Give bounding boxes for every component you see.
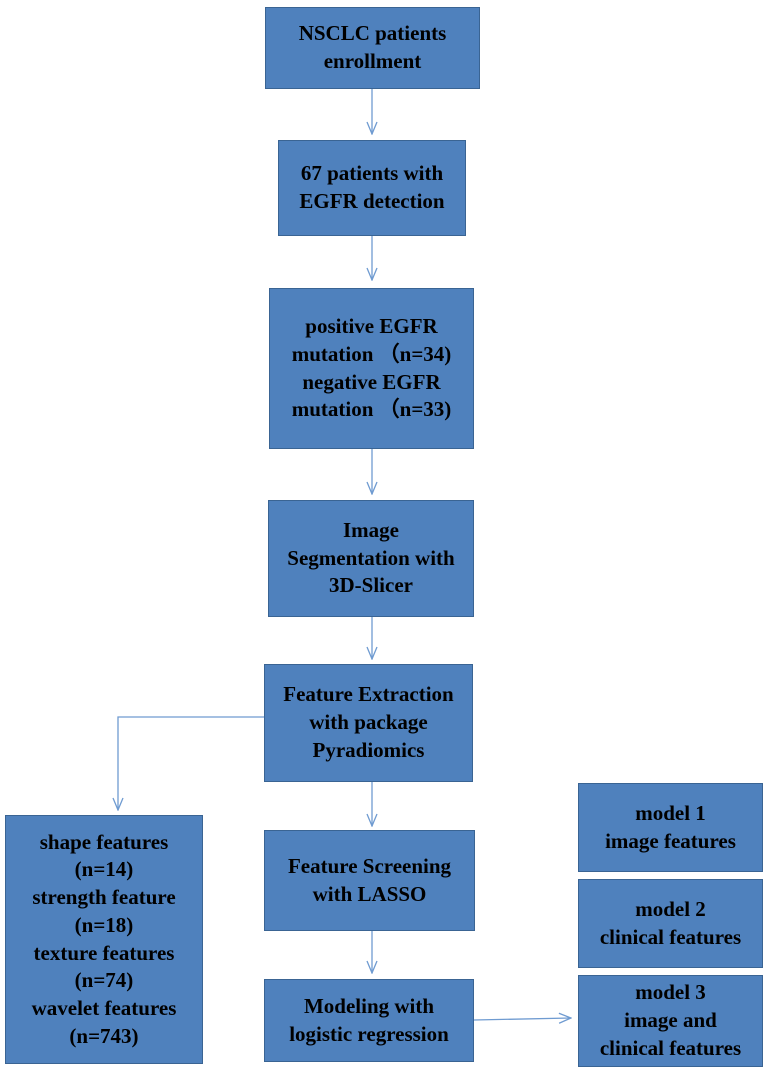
- screen-text-line: with LASSO: [312, 881, 427, 906]
- feature-screening-box: Feature Screening with LASSO: [264, 830, 475, 931]
- enrollment-box: NSCLC patients enrollment: [265, 7, 480, 89]
- model1-text-line: image features: [605, 828, 736, 853]
- model3-text-line: model 3: [635, 980, 706, 1005]
- feature-types-box: shape features (n=14) strength feature(n=1…: [5, 815, 203, 1064]
- segment-text-line: Image: [342, 517, 399, 542]
- features-text-line: (n=18): [74, 912, 134, 937]
- detect-text-line: EGFR detection: [299, 189, 445, 213]
- modeling-text-line: Modeling with: [303, 993, 435, 1018]
- model-1-box: model 1 image features: [578, 783, 763, 872]
- features-text-line: (n=743): [69, 1023, 139, 1048]
- extract-text-line: Pyradiomics: [312, 737, 425, 762]
- features-text-line: (n=74): [74, 968, 134, 993]
- features-text-line: strength feature: [32, 885, 176, 910]
- screen-text-line: Feature Screening: [287, 853, 452, 878]
- model2-text-line: clinical features: [599, 924, 742, 949]
- mutation-text-line: mutation （n=34): [291, 341, 452, 366]
- features-text-line: texture features: [33, 940, 175, 965]
- detect-text-line: 67 patients with: [300, 161, 444, 186]
- mutation-text-line: negative EGFR: [302, 369, 441, 394]
- features-text-line: (n=14): [74, 857, 134, 882]
- model3-text-line: image and: [624, 1008, 717, 1033]
- extract-text-line: with package: [309, 710, 428, 735]
- model-2-box: model 2 clinical features: [578, 879, 763, 968]
- extract-text-line: Feature Extraction: [283, 682, 454, 707]
- segment-text-line: 3D-Slicer: [329, 573, 413, 598]
- mutation-text-line: mutation （n=33): [291, 397, 452, 422]
- modeling-text-line: logistic regression: [289, 1021, 449, 1046]
- features-text-line: shape features: [39, 829, 169, 854]
- mutation-text-line: positive EGFR: [305, 314, 438, 339]
- features-text-line: wavelet features: [31, 995, 177, 1020]
- segment-text-line: Segmentation with: [287, 545, 455, 570]
- enroll-text-line: enrollment: [323, 49, 422, 73]
- model2-text-line: model 2: [635, 896, 706, 921]
- enroll-text-line: NSCLC patients: [298, 21, 447, 46]
- modeling-box: Modeling with logistic regression: [264, 979, 474, 1062]
- model3-text-line: clinical features: [599, 1035, 742, 1060]
- model1-text-line: model 1: [635, 800, 706, 825]
- arrow-extract-to-features: [118, 716, 265, 810]
- arrow-modeling-to-model3: [473, 1018, 571, 1020]
